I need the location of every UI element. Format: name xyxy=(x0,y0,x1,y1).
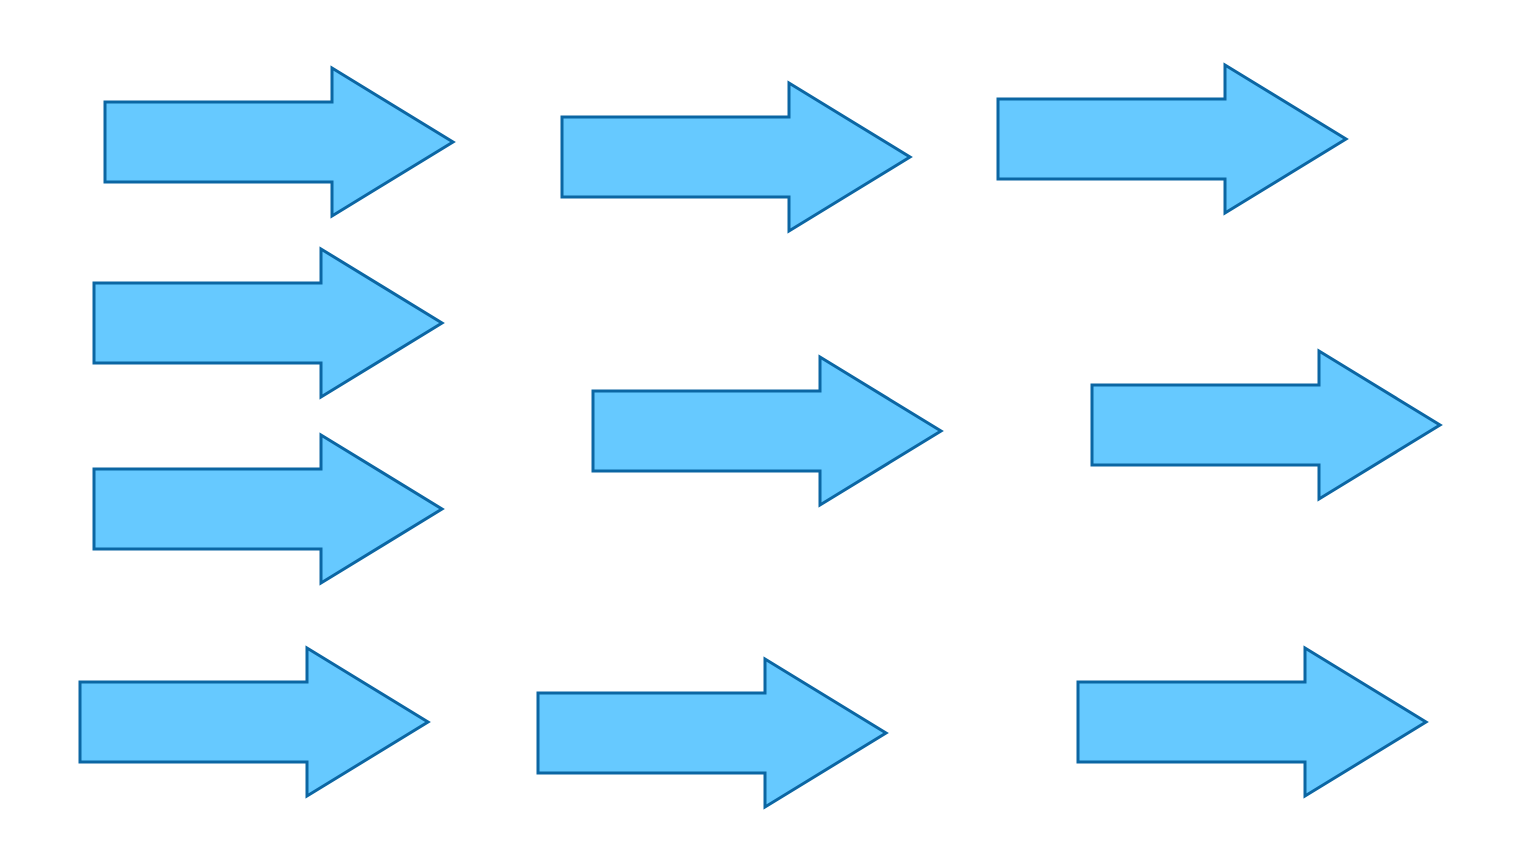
arrow-1-right-arrow xyxy=(103,65,456,219)
arrow-4-right-arrow xyxy=(92,246,445,400)
arrow-2-right-arrow xyxy=(560,80,913,234)
arrow-3-right-arrow xyxy=(996,62,1349,216)
arrow-6-right-arrow xyxy=(1090,348,1443,502)
arrow-5-right-arrow xyxy=(591,354,944,508)
arrow-8-right-arrow xyxy=(78,645,431,799)
arrow-9-right-arrow xyxy=(536,656,889,810)
arrow-7-right-arrow xyxy=(92,432,445,586)
arrow-10-right-arrow xyxy=(1076,645,1429,799)
